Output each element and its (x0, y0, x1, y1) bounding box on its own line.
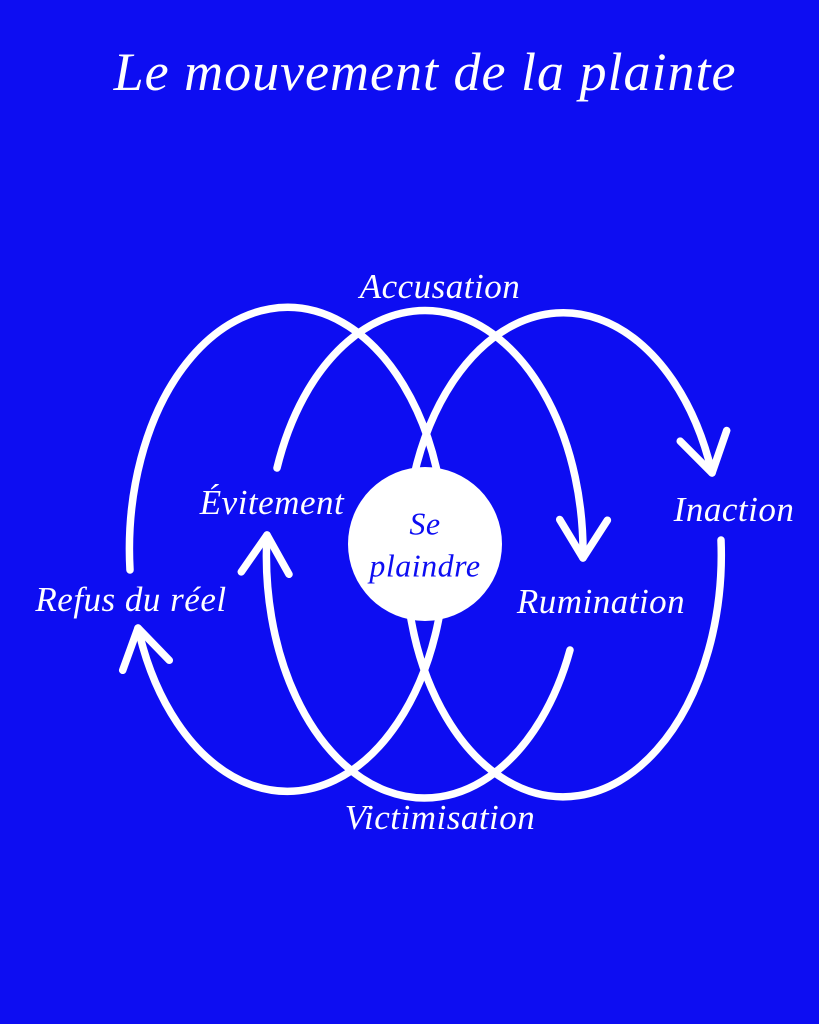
label-refus-du-reel: Refus du réel (35, 580, 227, 619)
center-label-line1: Se (409, 505, 441, 542)
center-label: Se plaindre (369, 503, 480, 586)
arrowhead-up-evitement-icon (237, 531, 293, 579)
page-title: Le mouvement de la plainte (113, 42, 737, 102)
label-victimisation: Victimisation (344, 798, 536, 837)
label-accusation: Accusation (359, 267, 521, 306)
loop-middle-bottom-arc (262, 531, 574, 802)
center-label-line2: plaindre (369, 547, 481, 583)
arrowhead-down-rumination-icon (555, 515, 612, 562)
label-rumination: Rumination (516, 582, 686, 621)
loop-middle-top-arc (273, 306, 587, 562)
arrowhead-down-inaction-icon (676, 426, 731, 477)
center-circle (348, 467, 502, 621)
arrowhead-up-refus-du-reel-icon (118, 624, 174, 675)
label-evitement: Évitement (199, 483, 345, 522)
label-inaction: Inaction (673, 490, 795, 529)
